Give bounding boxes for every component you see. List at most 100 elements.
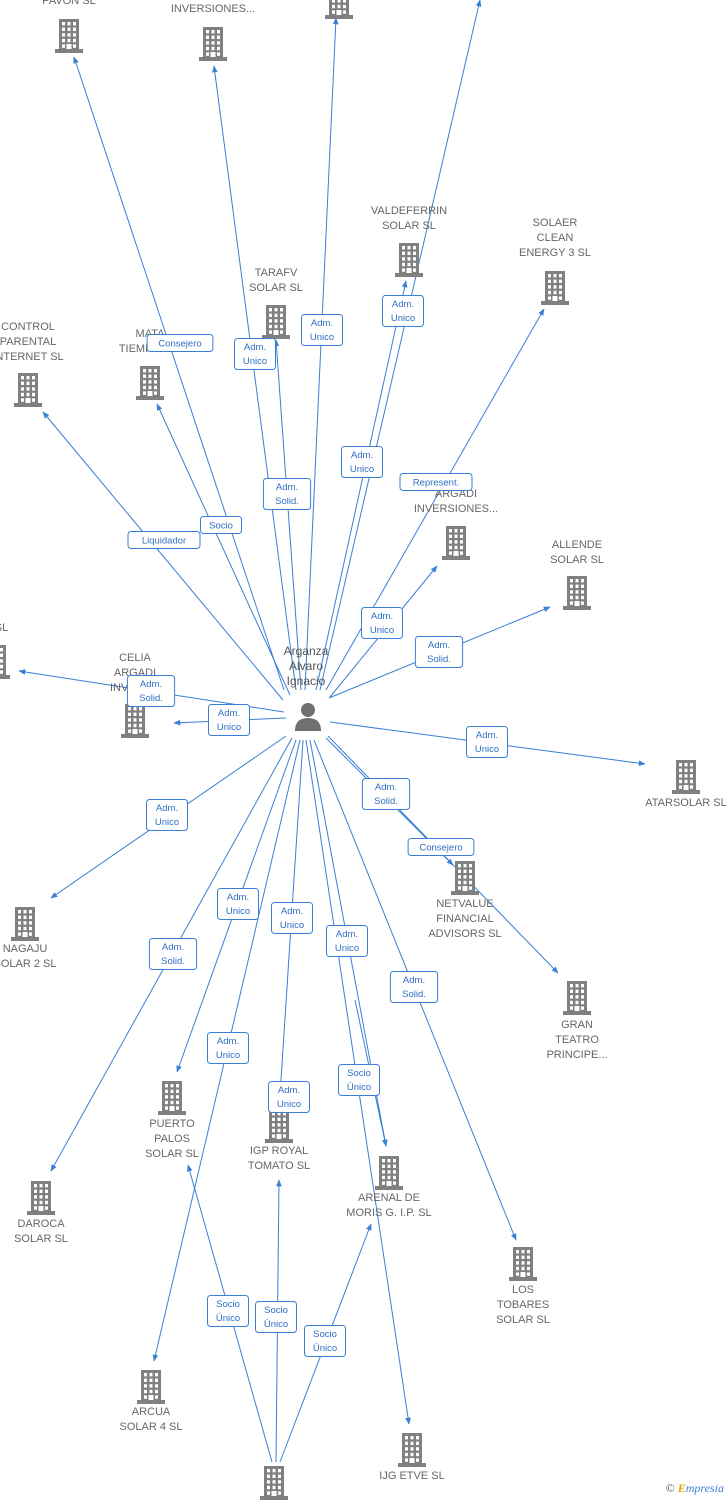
relation-label-atarsolar[interactable]: Adm.Unico [466,726,508,758]
relation-label-daroca[interactable]: Adm.Solid. [148,938,198,970]
building-icon [199,27,227,61]
company-node-bottom-unknown[interactable] [260,1466,288,1500]
relation-text: Socio [216,1299,240,1310]
relation-text: Adm. [244,342,266,353]
company-name-line: SOLAR SL [550,554,604,566]
company-name-line: ATARSOLAR SL [645,797,727,809]
relation-label-gran-teatro[interactable]: Consejero [407,838,475,856]
relation-label-left-edge[interactable]: Adm.Solid. [126,675,176,707]
person-name-line: Ignacio [287,674,326,688]
relation-text: Socio [209,521,233,532]
relation-label-tarafv[interactable]: Adm.Solid. [262,478,312,510]
company-name-line: TOMATO SL [248,1160,310,1172]
relation-text: Consejero [158,339,201,350]
person-name-line: Alvaro [289,659,323,673]
relation-label-solaer[interactable]: Represent. [399,473,473,491]
relation-label-los-tobares[interactable]: Adm.Solid. [389,971,439,1003]
relation-label-igp-royal[interactable]: Adm.Unico [271,902,313,934]
copyright-symbol: © [665,1481,675,1495]
relation-text: Unico [216,1050,240,1061]
edge-top-unknown [304,17,339,691]
company-node-atarsolar[interactable]: ATARSOLAR SL [645,760,727,809]
building-icon [265,1109,293,1143]
company-node-top-unknown[interactable] [325,0,353,19]
person-icon [295,703,321,731]
relation-label-nagaju[interactable]: Adm.Unico [146,799,188,831]
edge-matar [156,403,291,696]
company-name-line: NAGAJU [3,943,48,955]
company-node-pavon[interactable]: PAVON SL [42,0,96,53]
brand-logo-initial: E [677,1481,686,1495]
company-name-line: O [0,607,1,619]
building-icon [398,1433,426,1467]
relation-label-allende[interactable]: Adm.Solid. [414,636,464,668]
company-name-line: PARENTAL [0,336,56,348]
relation-label-arcua[interactable]: Adm.Unico [207,1032,249,1064]
relation-label-control[interactable]: Liquidador [127,531,201,549]
relation-label-offtop[interactable]: Adm.Unico [341,446,383,478]
relation-text: Adm. [162,942,184,953]
company-node-argadi-inv[interactable]: ARGADIINVERSIONES... [414,488,498,560]
relation-text: Adm. [276,482,298,493]
relation-text: Único [264,1319,288,1330]
company-node-gran-teatro[interactable]: GRANTEATROPRINCIPE... [546,981,608,1061]
relation-text: Adm. [227,892,249,903]
relation-label-netvalue[interactable]: Adm.Solid. [361,778,411,810]
edge-valdeferrin [315,280,408,691]
brand-logo-text: mpresia [685,1481,724,1495]
building-icon [137,1370,165,1404]
company-name-line: IJG ETVE SL [379,1470,444,1482]
edge-tarafv [273,339,302,691]
relation-text: Solid. [427,654,451,665]
relation-label-ijg-etve[interactable]: Adm.Unico [268,1081,310,1113]
relation-label-celia[interactable]: Adm.Unico [208,704,250,736]
relation-text: Solid. [374,796,398,807]
relation-label-arenal[interactable]: Adm.Unico [326,925,368,957]
relation-text: Único [347,1082,371,1093]
relation-text: Adm. [392,299,414,310]
company-name-line: R SL [0,622,8,634]
relation-text: Unico [310,332,334,343]
relation-label-matar[interactable]: Socio [200,516,242,534]
building-icon [55,19,83,53]
relation-label-argadi-inv[interactable]: Adm.Unico [361,607,403,639]
company-node-nagaju[interactable]: NAGAJUSOLAR 2 SL [0,907,56,970]
company-node-ijg-etve[interactable]: IJG ETVE SL [379,1433,445,1482]
building-icon [14,373,42,407]
copyright-notice[interactable]: ©Empresia [666,1481,724,1496]
company-name-line: SOLAR SL [496,1314,550,1326]
relation-label-puerto-palos[interactable]: Adm.Unico [217,888,259,920]
relation-label-pavon[interactable]: Consejero [146,334,214,352]
relation-text: Unico [155,817,179,828]
relation-label-argadi-top[interactable]: Adm.Unico [234,338,276,370]
company-node-argadi-top[interactable]: INVERSIONES... [171,3,255,61]
company-node-left-edge[interactable]: O R SL [0,607,10,679]
building-icon [0,645,10,679]
building-icon [11,907,39,941]
company-name-line: PRINCIPE... [546,1049,607,1061]
relation-text: Adm. [476,730,498,741]
company-name-line: SOLAR SL [14,1233,68,1245]
relation-text: Unico [280,920,304,931]
company-node-control[interactable]: CONTROLPARENTALINTERNET SL [0,321,64,407]
relation-label-top-unknown[interactable]: Adm.Unico [301,314,343,346]
relation-label-valdeferrin[interactable]: Adm.Unico [382,295,424,327]
relation-text: Único [216,1313,240,1324]
